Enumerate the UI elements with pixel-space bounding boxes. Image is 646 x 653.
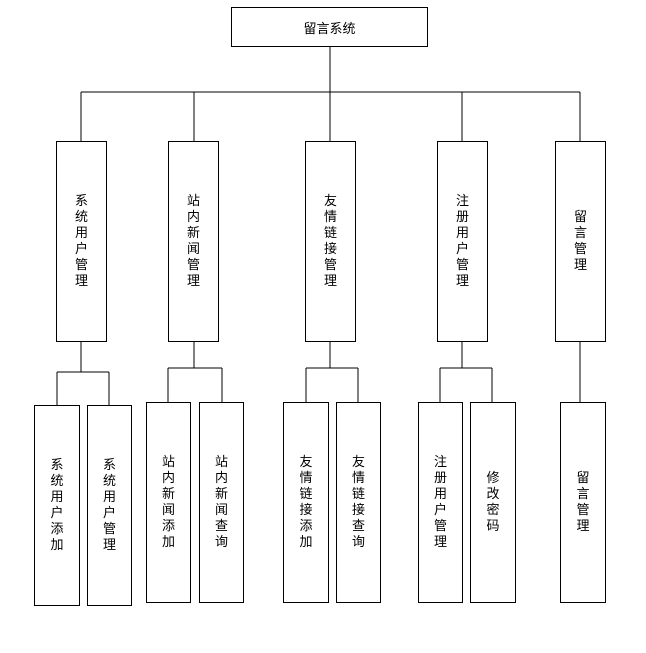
module-site-news-management: 站内新闻管理 [168, 141, 219, 342]
leaf-site-news-add: 站内新闻添加 [146, 402, 191, 603]
module-label: 留言管理 [573, 209, 587, 273]
leaf-label: 注册用户管理 [433, 454, 447, 550]
module-label: 注册用户管理 [455, 193, 469, 289]
module-system-user-management: 系统用户管理 [56, 141, 107, 342]
leaf-friend-links-add: 友情链接添加 [283, 402, 329, 603]
leaf-label: 修改密码 [486, 470, 500, 534]
leaf-message-manage: 留言管理 [560, 402, 606, 603]
leaf-system-user-add: 系统用户添加 [34, 405, 80, 606]
module-label: 站内新闻管理 [186, 193, 200, 289]
leaf-friend-links-query: 友情链接查询 [336, 402, 381, 603]
root-node: 留言系统 [231, 7, 428, 47]
module-label: 系统用户管理 [74, 193, 88, 289]
module-friend-links-management: 友情链接管理 [305, 141, 356, 342]
leaf-label: 站内新闻查询 [214, 454, 228, 550]
leaf-site-news-query: 站内新闻查询 [199, 402, 244, 603]
leaf-label: 系统用户管理 [102, 457, 116, 553]
leaf-label: 友情链接查询 [351, 454, 365, 550]
leaf-label: 友情链接添加 [299, 454, 313, 550]
module-label: 友情链接管理 [323, 193, 337, 289]
leaf-change-password: 修改密码 [470, 402, 516, 603]
leaf-registered-user-manage: 注册用户管理 [418, 402, 463, 603]
root-label: 留言系统 [303, 21, 356, 37]
leaf-label: 留言管理 [576, 470, 590, 534]
leaf-label: 站内新闻添加 [161, 454, 175, 550]
leaf-system-user-manage: 系统用户管理 [87, 405, 132, 606]
leaf-label: 系统用户添加 [50, 457, 64, 553]
module-registered-user-management: 注册用户管理 [437, 141, 488, 342]
module-message-management: 留言管理 [555, 141, 606, 342]
